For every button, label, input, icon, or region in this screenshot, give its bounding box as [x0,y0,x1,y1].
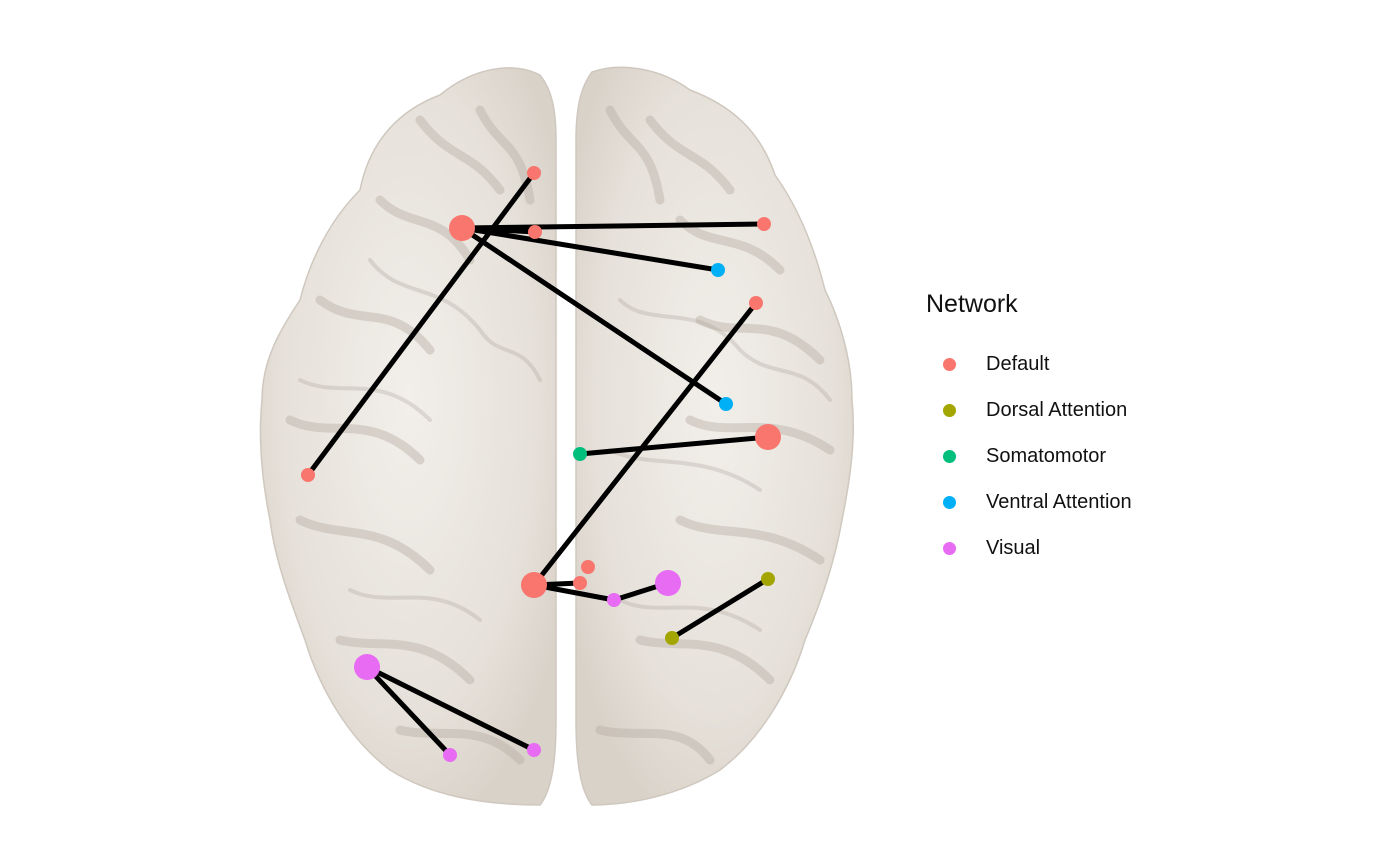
edge-n15-n17 [364,664,537,753]
network-nodes [301,166,781,762]
edge-n11-n14 [531,582,617,603]
connection-edges [305,170,771,758]
left-hemisphere [259,67,557,806]
node-ventral-n6 [719,397,733,411]
legend-label: Default [986,352,1050,375]
node-default-n3 [528,225,542,239]
legend-dot-somato [943,449,956,463]
node-visual-n14 [607,593,621,607]
legend-item-dorsal: Dorsal Attention [926,387,1132,433]
node-default-n2 [449,215,475,241]
node-default-n1 [527,166,541,180]
edge-n2-n5 [459,225,721,273]
node-default-n11 [521,572,547,598]
legend-dot-visual [943,541,956,555]
edge-n15-n16 [364,664,453,758]
legend-dot-ventral [943,495,956,509]
node-default-n13 [573,576,587,590]
edge-n9-n10 [577,434,771,457]
node-somato-n9 [573,447,587,461]
node-visual-n18 [655,570,681,596]
node-dorsal-n20 [665,631,679,645]
edge-n1-n7 [305,170,537,478]
node-default-n12 [581,560,595,574]
node-ventral-n5 [711,263,725,277]
legend-label: Visual [986,536,1041,559]
legend-label: Somatomotor [986,444,1107,467]
node-default-n8 [749,296,763,310]
sulci-shading [298,258,832,632]
node-visual-n17 [527,743,541,757]
legend-label: Ventral Attention [986,490,1132,513]
legend-item-default: Default [926,341,1132,387]
node-visual-n16 [443,748,457,762]
legend-label: Dorsal Attention [986,398,1128,421]
legend-title: Network [926,290,1018,318]
legend-item-somato: Somatomotor [926,433,1132,479]
gyri-shading [285,105,835,765]
node-dorsal-n19 [761,572,775,586]
node-visual-n15 [354,654,380,680]
legend-dot-dorsal [943,403,956,417]
edge-n19-n20 [669,576,771,641]
node-default-n4 [757,217,771,231]
brain-background [259,66,854,806]
right-hemisphere [575,66,854,806]
legend-dot-default [943,357,956,371]
edge-n2-n4 [459,221,767,231]
edge-n2-n6 [459,225,729,407]
node-default-n10 [755,424,781,450]
legend-item-ventral: Ventral Attention [926,479,1132,525]
legend-item-visual: Visual [926,525,1132,571]
edge-n11-n8 [531,300,759,588]
node-default-n7 [301,468,315,482]
